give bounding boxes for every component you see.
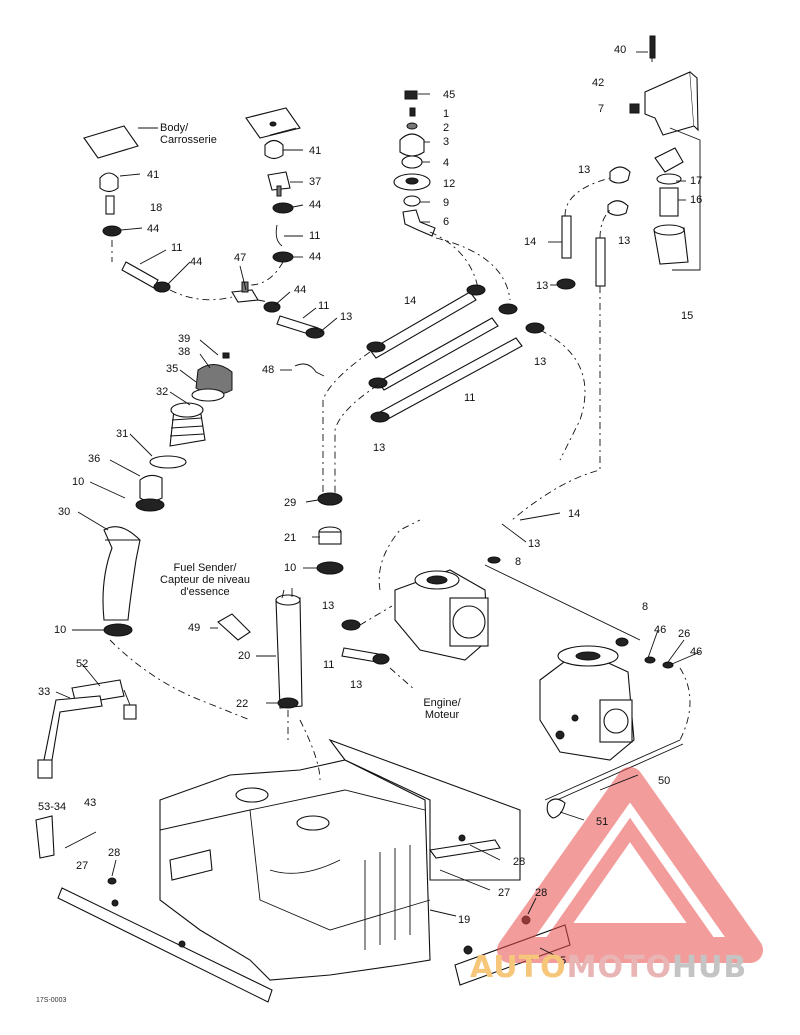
watermark-part-auto: AUTO bbox=[470, 950, 567, 985]
callout-14c: 14 bbox=[568, 508, 581, 520]
callout-10b: 10 bbox=[284, 562, 297, 574]
callout-14a: 14 bbox=[524, 236, 537, 248]
callout-48: 48 bbox=[262, 364, 275, 376]
callout-13h: 13 bbox=[322, 600, 335, 612]
callout-21: 21 bbox=[284, 532, 297, 544]
callout-19: 19 bbox=[458, 914, 471, 926]
callout-28b: 28 bbox=[513, 856, 526, 868]
filler-neck-group bbox=[102, 352, 233, 637]
callout-29: 29 bbox=[284, 497, 297, 509]
callout-13i: 13 bbox=[350, 679, 363, 691]
callout-7: 7 bbox=[598, 103, 605, 115]
callout-8a: 8 bbox=[515, 556, 522, 568]
callout-40: 40 bbox=[614, 44, 627, 56]
callout-50: 50 bbox=[658, 775, 671, 787]
callout-28c: 28 bbox=[535, 887, 548, 899]
callout-51: 51 bbox=[596, 816, 609, 828]
callout-44e: 44 bbox=[294, 284, 307, 296]
callout-11c: 11 bbox=[318, 300, 330, 312]
callout-31: 31 bbox=[116, 428, 129, 440]
callout-49: 49 bbox=[188, 622, 201, 634]
callout-46a: 46 bbox=[654, 624, 667, 636]
callout-10c: 10 bbox=[54, 624, 67, 636]
carburetor-2 bbox=[539, 637, 691, 819]
vent-hoses-right bbox=[511, 166, 631, 521]
callout-13f: 13 bbox=[373, 442, 386, 454]
watermark-part-hub: HUB bbox=[671, 950, 748, 985]
callout-3: 3 bbox=[443, 136, 450, 148]
callout-6: 6 bbox=[443, 216, 450, 228]
callout-13g: 13 bbox=[528, 538, 541, 550]
callout-13b: 13 bbox=[618, 235, 631, 247]
callout-26: 26 bbox=[678, 628, 691, 640]
watermark-text: AUTOMOTOHUB bbox=[470, 950, 747, 985]
callout-32: 32 bbox=[156, 386, 169, 398]
callout-20: 20 bbox=[238, 650, 251, 662]
callout-41a: 41 bbox=[147, 169, 160, 181]
callout-47: 47 bbox=[234, 252, 247, 264]
callout-14b: 14 bbox=[404, 295, 417, 307]
callout-42: 42 bbox=[592, 77, 605, 89]
callout-44c: 44 bbox=[309, 251, 322, 263]
callout-16: 16 bbox=[690, 194, 703, 206]
callout-5: 5 bbox=[560, 955, 567, 967]
vent-bracket-group bbox=[629, 35, 701, 271]
callout-43: 43 bbox=[84, 797, 97, 809]
callout-30: 30 bbox=[58, 506, 71, 518]
callout-38: 38 bbox=[178, 346, 191, 358]
callout-41b: 41 bbox=[309, 145, 322, 157]
watermark-part-moto: MOTO bbox=[566, 950, 672, 985]
callout-44b: 44 bbox=[309, 199, 322, 211]
callout-8b: 8 bbox=[642, 601, 649, 613]
callout-11e: 11 bbox=[323, 659, 335, 671]
callout-44d: 44 bbox=[190, 256, 203, 268]
callout-11b: 11 bbox=[171, 242, 183, 254]
strap-bracket-left bbox=[35, 639, 251, 859]
vent-hoses-middle bbox=[322, 231, 586, 500]
callout-45: 45 bbox=[443, 89, 456, 101]
callout-13d: 13 bbox=[340, 311, 353, 323]
callout-27a: 27 bbox=[76, 860, 89, 872]
valve-stack-group bbox=[393, 90, 436, 237]
callout-27b: 27 bbox=[498, 887, 511, 899]
callout-13e: 13 bbox=[534, 356, 547, 368]
callout-37: 37 bbox=[309, 176, 322, 188]
vent-hoses-left bbox=[111, 240, 325, 339]
callout-18: 18 bbox=[150, 202, 163, 214]
callout-28a: 28 bbox=[108, 847, 121, 859]
carburetor-1 bbox=[341, 519, 641, 691]
callout-53-34: 53-34 bbox=[38, 801, 67, 813]
fuel-sender-label: Fuel Sender/ Capteur de niveau d'essence bbox=[160, 562, 250, 598]
callout-39: 39 bbox=[178, 333, 191, 345]
callout-9: 9 bbox=[443, 197, 450, 209]
callout-13a: 13 bbox=[578, 164, 591, 176]
callout-11a: 11 bbox=[309, 230, 321, 242]
callout-44a: 44 bbox=[147, 223, 160, 235]
body-grommets-group bbox=[83, 107, 301, 263]
callout-4: 4 bbox=[443, 157, 450, 169]
callout-36: 36 bbox=[88, 453, 101, 465]
callout-12: 12 bbox=[443, 178, 456, 190]
callout-1: 1 bbox=[443, 108, 450, 120]
callout-22: 22 bbox=[236, 698, 249, 710]
callout-15: 15 bbox=[681, 310, 694, 322]
callout-46b: 46 bbox=[690, 646, 703, 658]
callout-17: 17 bbox=[690, 175, 703, 187]
callout-35: 35 bbox=[166, 363, 179, 375]
body-label: Body/ Carrosserie bbox=[160, 122, 217, 146]
figure-reference: 17S-0003 bbox=[36, 997, 67, 1004]
callout-10a: 10 bbox=[72, 476, 85, 488]
callout-2: 2 bbox=[443, 122, 450, 134]
callout-33: 33 bbox=[38, 686, 51, 698]
watermark-logo bbox=[497, 767, 763, 963]
leader-lines bbox=[55, 51, 701, 959]
callout-13c: 13 bbox=[536, 280, 549, 292]
engine-label: Engine/ Moteur bbox=[423, 697, 461, 721]
fuel-sender-group bbox=[217, 363, 344, 740]
callout-11d: 11 bbox=[464, 392, 476, 404]
callout-52: 52 bbox=[76, 658, 89, 670]
